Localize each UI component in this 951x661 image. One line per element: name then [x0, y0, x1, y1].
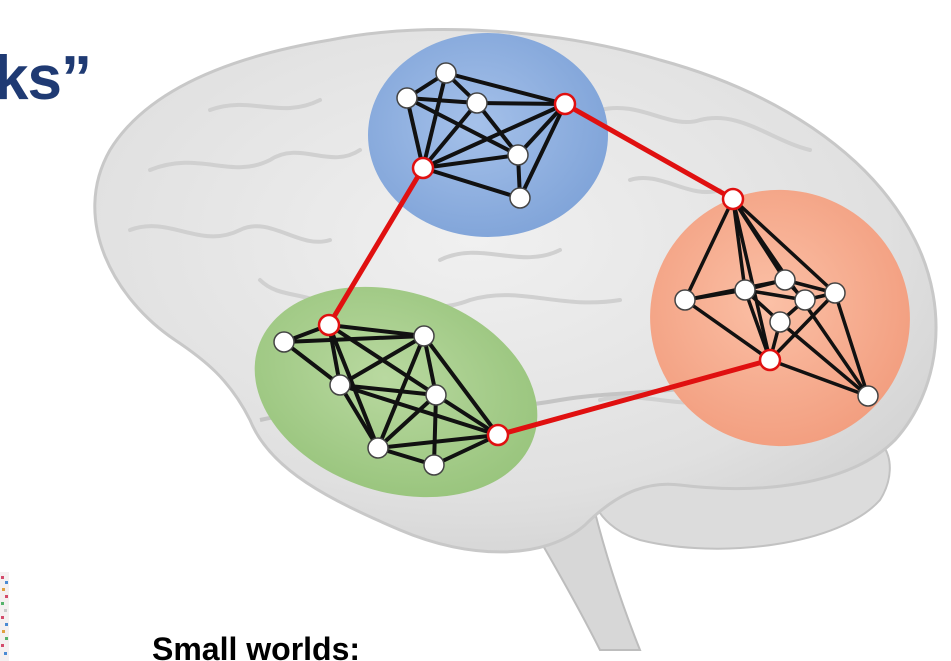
hub-node [486, 423, 510, 447]
nodes-orange [674, 187, 879, 407]
hub-node [553, 92, 577, 116]
node [423, 454, 445, 476]
node [507, 144, 529, 166]
slide-title-fragment: ks” [0, 44, 92, 113]
node [466, 92, 488, 114]
node [674, 289, 696, 311]
node [435, 62, 457, 84]
node [857, 385, 879, 407]
node [774, 269, 796, 291]
hub-links [326, 101, 773, 438]
node [769, 311, 791, 333]
hub-node [758, 348, 782, 372]
hub-link-green-orange [495, 357, 773, 438]
nodes-green [273, 313, 510, 476]
node [794, 289, 816, 311]
node [413, 325, 435, 347]
node [509, 187, 531, 209]
nodes-blue [396, 62, 577, 209]
hub-node [411, 156, 435, 180]
module-blue [368, 33, 608, 237]
hub-link-blue-orange [562, 101, 736, 202]
node [425, 384, 447, 406]
node [367, 437, 389, 459]
hub-node [317, 313, 341, 337]
node [824, 282, 846, 304]
node [273, 331, 295, 353]
node [734, 279, 756, 301]
edge-image-fragment [0, 572, 9, 661]
node [329, 374, 351, 396]
caption-small-worlds: Small worlds: [152, 631, 361, 661]
hub-node [721, 187, 745, 211]
hub-link-blue-green [326, 165, 426, 328]
node [396, 87, 418, 109]
